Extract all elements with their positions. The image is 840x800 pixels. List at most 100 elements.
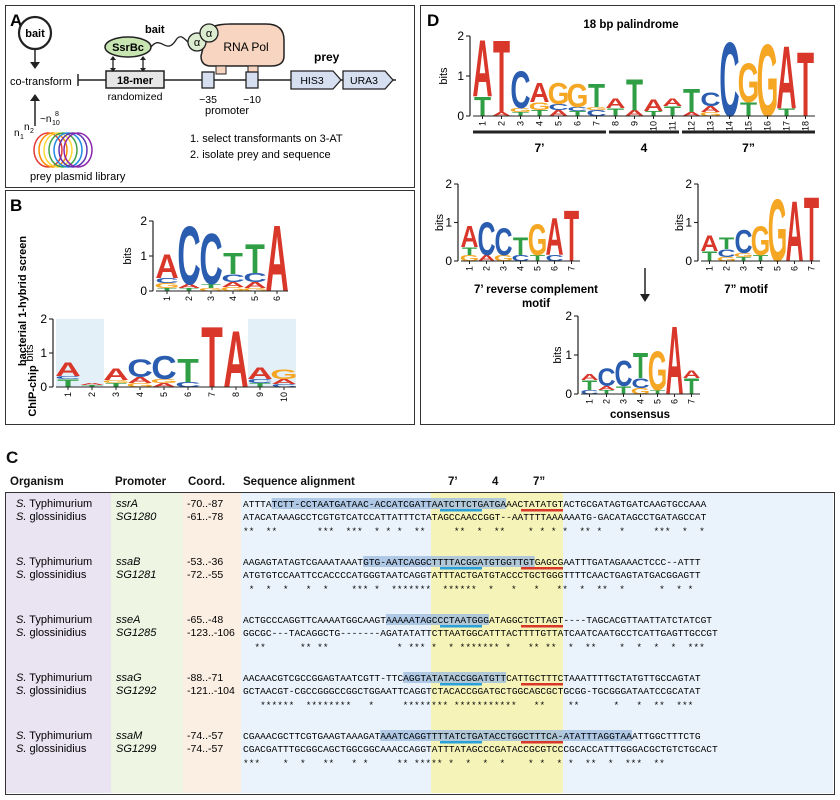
big-logo-pos5-letter-G: G (548, 78, 570, 111)
logo2-xtick: 9 (255, 392, 265, 397)
logo1-xtick: 2 (184, 296, 194, 301)
promoter-1: ssaB (116, 556, 140, 568)
coord-column-bg (183, 493, 241, 793)
logo2-pos10-letter-A: A (271, 378, 296, 386)
big-logo-xtick: 8 (611, 121, 621, 126)
7dprime-logo-xtick: 2 (722, 266, 732, 271)
panel-a-diagram: A bait co-transform 18-mer randomized Ss… (10, 11, 396, 183)
rc-logo-xtick: 1 (465, 266, 475, 271)
promoter-2: SG1292 (116, 685, 156, 697)
segment-7prime-label: 7’ (534, 141, 544, 155)
big-logo-pos9-letter-T: T (626, 69, 643, 119)
logo1-xtick: 5 (250, 296, 260, 301)
bait-label: bait (145, 24, 165, 36)
rc-logo-pos6-letter-C: C (545, 253, 563, 262)
consensus-logo-pos2-letter-T: T (599, 389, 614, 395)
svg-text:α: α (206, 28, 213, 40)
big-logo-pos12-letter-T: T (683, 82, 700, 120)
logo2-ytick: 0 (40, 380, 47, 394)
rc-logo-pos5-letter-G: G (528, 214, 547, 265)
consensus-logo-xtick: 6 (670, 399, 680, 404)
logo2-ylabel: bits (24, 344, 36, 362)
motif-7dprime-underline (521, 741, 563, 744)
hdr-promoter: Promoter (115, 476, 167, 488)
big-logo-xtick: 3 (516, 121, 526, 126)
7dprime-logo-xtick: 3 (739, 266, 749, 271)
segment-7dprime-label: 7” (742, 141, 755, 155)
logo1-xtick: 3 (206, 296, 216, 301)
logo1-ytick: 2 (140, 214, 147, 228)
logo1-pos4-letter-G: G (220, 286, 245, 292)
rc-logo-xtick: 3 (499, 266, 509, 271)
logo1-xtick: 4 (228, 296, 238, 301)
big-logo-pos6-letter-T: T (569, 110, 587, 118)
logo2-pos7-letter-T: T (201, 308, 223, 405)
promoter-1: ssrA (116, 498, 138, 510)
minus10-box (245, 71, 259, 89)
organism-1: S. Typhimurium (16, 730, 92, 742)
7dprime-logo-xtick: 1 (705, 266, 715, 271)
logo2-pos6-letter-T: T (177, 353, 199, 390)
big-logo-pos3-letter-T: T (512, 111, 530, 117)
7dprime-logo-ytick: 1 (685, 216, 692, 230)
7dprime-logo-pos3-letter-T: T (736, 256, 751, 262)
conservation-stars: ****** ******** * ******** *********** *… (243, 700, 693, 711)
conservation-stars: * * * * * *** * ******* ****** * * * ** … (243, 584, 693, 595)
logo1-ytick: 1 (140, 249, 147, 263)
7dprime-logo-pos3-letter-G: G (734, 252, 753, 258)
consensus-logo-pos4-letter-G: G (631, 386, 650, 395)
organism-1: S. Typhimurium (16, 498, 92, 510)
logo1-ytick: 0 (140, 284, 147, 298)
row1-label: bacterial 1-hybrid screen (17, 236, 29, 367)
big-logo-pos11-letter-T: T (664, 103, 682, 119)
big-logo-pos4-letter-A: A (529, 77, 549, 108)
logo2-pos1-letter-C: C (55, 375, 80, 380)
svg-text:α: α (194, 37, 201, 49)
logo1-pos4-letter-A: A (221, 281, 245, 289)
consensus-logo-pos6-letter-A: A (665, 308, 683, 416)
minus35-text: −35 (199, 94, 217, 106)
logo1-pos5-letter-G: G (242, 287, 267, 292)
7dprime-logo-ytick: 2 (685, 177, 692, 191)
hdr-7prime: 7’ (448, 476, 458, 488)
arrow-down-head (30, 62, 40, 69)
rc-logo-xtick: 7 (567, 266, 577, 271)
logo2-ytick: 1 (40, 346, 47, 360)
rc-logo-pos7-letter-T: T (564, 197, 579, 277)
organism-2: S. glossinidius (16, 627, 87, 639)
big-logo-xtick: 7 (592, 121, 602, 126)
big-logo-pos1-letter-T: T (474, 91, 491, 122)
organism-2: S. glossinidius (16, 743, 87, 755)
bait-circle-text: bait (25, 28, 45, 40)
18mer-box (105, 70, 165, 89)
consensus-logo-ytick: 2 (565, 309, 572, 323)
svg-text:2: 2 (30, 128, 34, 135)
rc-logo-xtick: 2 (482, 266, 492, 271)
motif-7dprime-underline (521, 509, 563, 512)
big-logo-ytick: 2 (457, 29, 464, 43)
big-logo-xtick: 14 (725, 121, 735, 131)
logo2-pos5-letter-G: G (150, 378, 177, 384)
big-logo-pos14-letter-C: C (719, 22, 739, 140)
big-logo-pos5-letter-C: C (548, 103, 568, 112)
ura3-text: URA3 (350, 75, 378, 87)
7dprime-logo-xtick: 4 (756, 266, 766, 271)
his3-text: HIS3 (300, 75, 324, 87)
7dprime-logo-pos3-letter-C: C (734, 224, 752, 261)
consensus-logo-pos2-letter-C: C (597, 364, 615, 392)
big-logo-xtick: 12 (687, 121, 697, 131)
sequence-1: AACAACGTCGCCGGAGTAATCGTT-TTCAGGTATATACCG… (243, 673, 701, 684)
promoter-2: SG1281 (116, 569, 156, 581)
panel-a-label: A (10, 11, 22, 30)
consensus-label: consensus (610, 409, 670, 421)
logo2-xtick: 4 (135, 392, 145, 397)
coord-1: -88..-71 (187, 672, 223, 684)
logo2-pos9-letter-T: T (249, 382, 271, 388)
svg-text:n: n (14, 128, 20, 139)
sequence-2: GGCGC---TACAGGCTG-------AGATATATTCTTAATG… (243, 628, 718, 639)
big-logo-pos15-letter-G: G (738, 53, 760, 115)
7dprime-logo-pos2-letter-C: C (717, 247, 735, 260)
coord-1: -74..-57 (187, 730, 223, 742)
